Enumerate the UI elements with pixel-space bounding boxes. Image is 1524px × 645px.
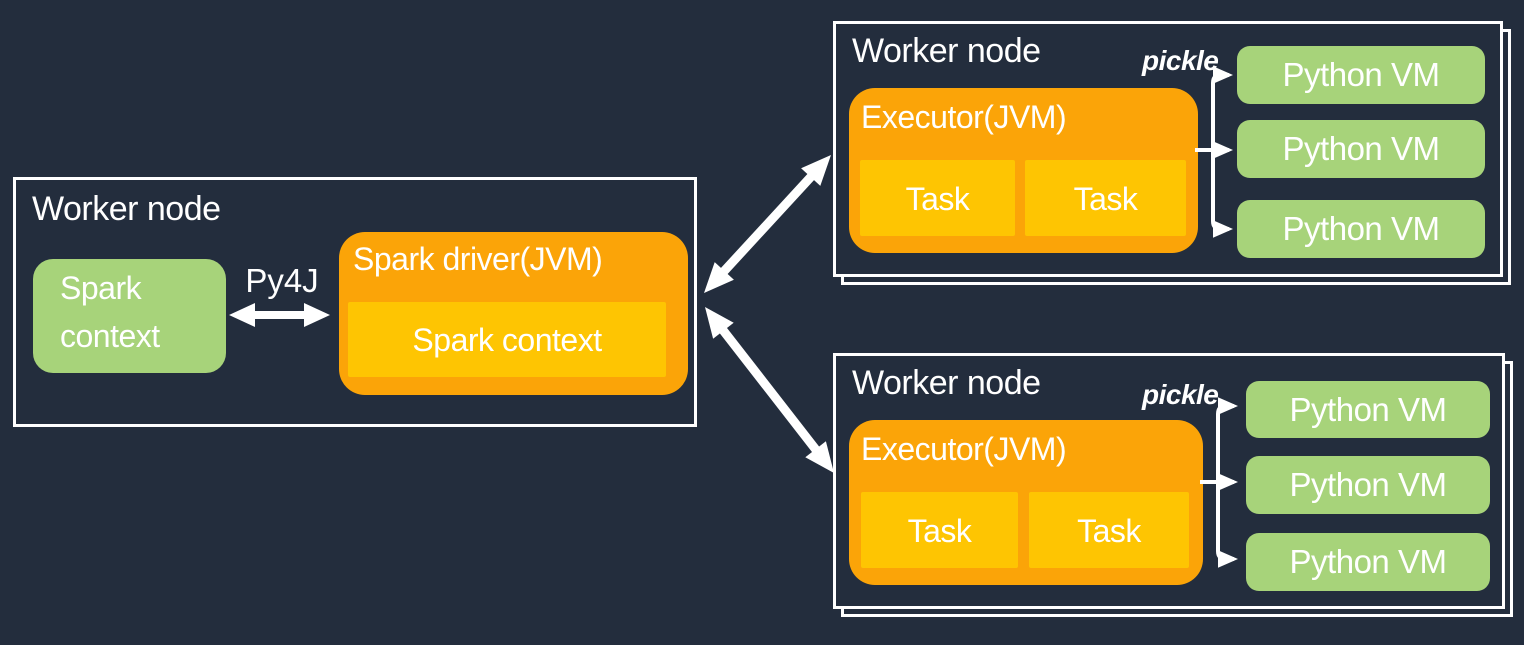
driver-to-bottom-worker-arrow xyxy=(705,307,834,473)
python-vm-box: Python VM xyxy=(1237,120,1485,178)
python-vm-box: Python VM xyxy=(1246,533,1490,591)
worker-node-bottom-title: Worker node xyxy=(852,364,1041,402)
python-vm-box: Python VM xyxy=(1246,381,1490,438)
executor-jvm-top-box: Executor(JVM) Task Task xyxy=(849,88,1198,253)
driver-worker-node-box: Worker node Spark context Py4J Spark dri… xyxy=(13,177,697,427)
driver-to-top-worker-arrow xyxy=(704,155,831,293)
worker-node-bottom-box: Worker node pickle Executor(JVM) Task Ta… xyxy=(833,353,1505,609)
python-vm-box: Python VM xyxy=(1237,46,1485,104)
py4j-label: Py4J xyxy=(245,262,319,299)
driver-spark-context-box: Spark context xyxy=(348,302,666,377)
task-label: Task xyxy=(1073,181,1138,217)
executor-jvm-bottom-box: Executor(JVM) Task Task xyxy=(849,420,1203,585)
spark-context-line1: Spark xyxy=(60,270,142,306)
task-box: Task xyxy=(860,160,1015,236)
python-vm-box: Python VM xyxy=(1237,200,1485,258)
spark-driver-jvm-box: Spark driver(JVM) Spark context xyxy=(339,232,688,395)
task-box: Task xyxy=(1029,492,1189,568)
task-label: Task xyxy=(905,181,970,217)
task-box: Task xyxy=(861,492,1018,568)
spark-context-box: Spark context xyxy=(33,259,226,373)
task-label: Task xyxy=(907,513,972,549)
worker-node-top-box: Worker node pickle Executor(JVM) Task Ta… xyxy=(833,21,1503,277)
task-label: Task xyxy=(1077,513,1141,549)
pickle-label-top: pickle xyxy=(1142,45,1219,76)
executor-jvm-bottom-title: Executor(JVM) xyxy=(861,431,1067,467)
driver-spark-context-label: Spark context xyxy=(412,322,602,358)
spark-driver-jvm-title: Spark driver(JVM) xyxy=(353,241,603,277)
spark-context-line2: context xyxy=(60,318,160,354)
python-vm-box: Python VM xyxy=(1246,456,1490,514)
pickle-label-bottom: pickle xyxy=(1142,379,1219,410)
executor-jvm-top-title: Executor(JVM) xyxy=(861,99,1067,135)
task-box: Task xyxy=(1025,160,1186,236)
worker-node-top-title: Worker node xyxy=(852,32,1041,70)
driver-worker-node-title: Worker node xyxy=(32,190,221,228)
